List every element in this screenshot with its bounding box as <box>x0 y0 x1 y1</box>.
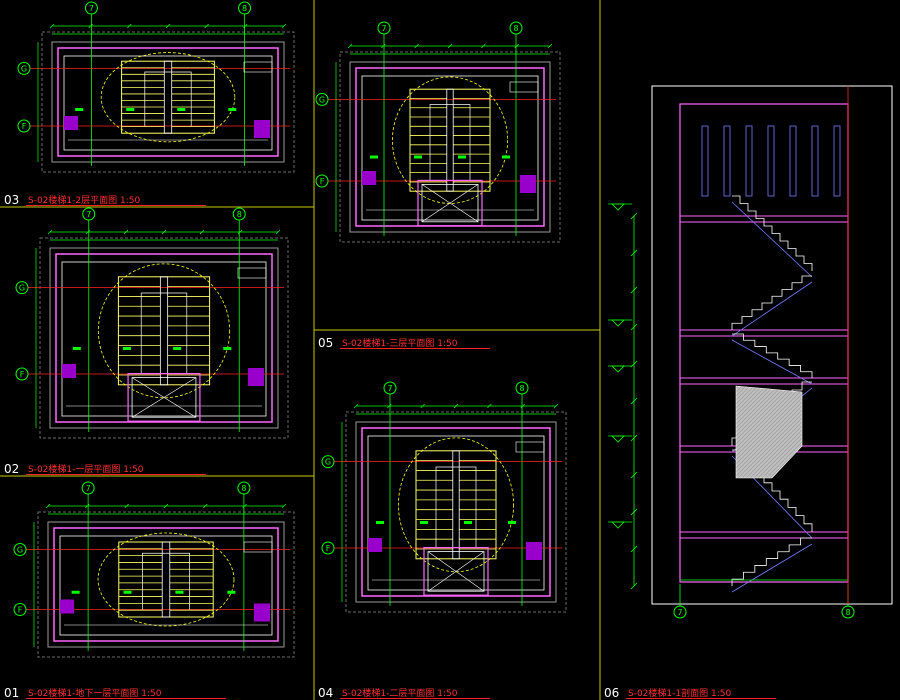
grid-bubble-7: 7 <box>387 384 392 393</box>
grid-bubble-F: F <box>326 544 331 553</box>
view-03-number: 03 <box>4 193 20 207</box>
grid-bubble-F: F <box>320 177 325 186</box>
grid-bubble-7: 7 <box>89 4 94 13</box>
view-04-title: S-02楼梯1-二层平面图 1:50 <box>342 689 458 699</box>
grid-bubble-F: F <box>18 606 23 615</box>
grid-bubble-8: 8 <box>237 210 242 219</box>
grid-bubble-G: G <box>17 546 23 555</box>
grid-bubble-G: G <box>19 284 25 293</box>
view-06-title: S-02楼梯1-1剖面图 1:50 <box>628 689 732 699</box>
sheet-frame <box>0 0 601 700</box>
view-05-plan: 7 8G F <box>315 21 561 243</box>
grid-bubble-8: 8 <box>845 608 850 617</box>
grid-bubble-7: 7 <box>86 210 91 219</box>
view-04-number: 04 <box>318 686 334 700</box>
view-02-title: S-02楼梯1-一层平面图 1:50 <box>28 465 144 475</box>
view-02-number: 02 <box>4 462 20 476</box>
view-02-plan: 7 8G F <box>15 207 289 439</box>
grid-bubble-8: 8 <box>242 4 247 13</box>
grid-bubble-G: G <box>21 64 27 73</box>
view-04-plan: 7 8G F <box>321 381 567 613</box>
view-01-number: 01 <box>4 686 20 700</box>
grid-bubble-7: 7 <box>677 608 682 617</box>
grid-bubble-G: G <box>325 458 331 467</box>
view-01-plan: 7 8G F <box>13 481 295 658</box>
view-03-title: S-02楼梯1-2层平面图 1:50 <box>28 196 141 206</box>
grid-bubble-G: G <box>319 95 325 104</box>
view-03-plan: 7 8G F <box>17 1 295 173</box>
grid-bubble-8: 8 <box>519 384 524 393</box>
grid-bubble-7: 7 <box>86 484 91 493</box>
view-05-title: S-02楼梯1-三层平面图 1:50 <box>342 339 458 349</box>
view-06-number: 06 <box>604 686 620 700</box>
grid-bubble-F: F <box>20 370 25 379</box>
grid-bubble-7: 7 <box>381 24 386 33</box>
view-01-title: S-02楼梯1-地下一层平面图 1:50 <box>28 689 162 699</box>
grid-bubble-8: 8 <box>241 484 246 493</box>
view-05-number: 05 <box>318 336 334 350</box>
grid-bubble-F: F <box>22 122 27 131</box>
grid-bubble-8: 8 <box>513 24 518 33</box>
